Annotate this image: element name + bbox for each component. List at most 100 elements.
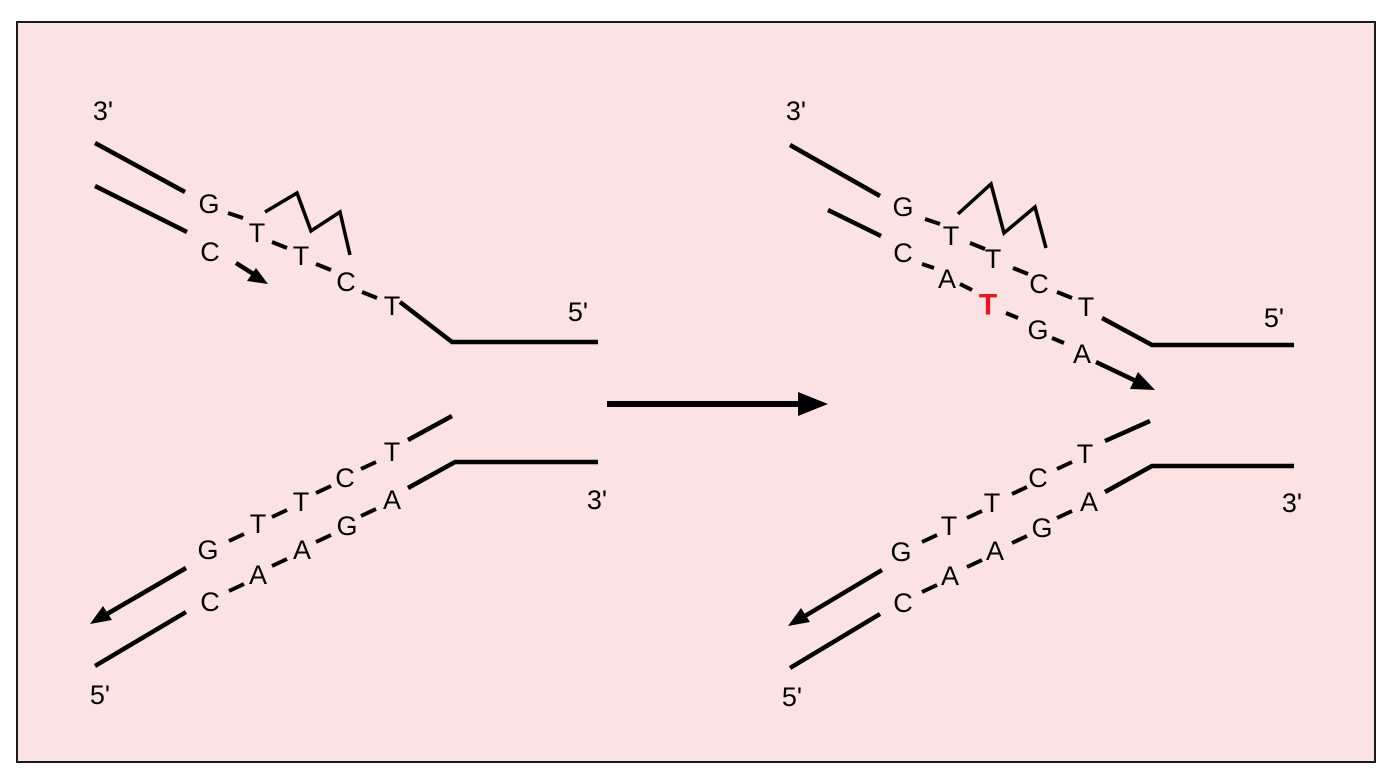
bond [1056,290,1073,300]
base-label: A [249,560,267,590]
left-bottom-synthesis-arrow-icon [90,606,112,624]
base-label: G [198,189,219,219]
bond [959,282,973,292]
base-label: A [938,264,956,294]
right-top-template-strand-end [1100,316,1294,348]
base-label: A [383,485,401,515]
transition-arrow [607,392,828,416]
base-label: T [249,218,266,248]
left-bottom-template-strand-end [93,610,188,668]
left-top-synthesis-arrow-icon [247,268,268,284]
bond [227,211,244,220]
left-top-template-strand-start [93,141,187,194]
bond [1056,460,1073,471]
base-label: C [336,267,356,297]
bond [969,241,986,251]
base-label: C [1028,463,1048,493]
base-label: G [1027,315,1048,345]
bond [360,460,377,471]
bond [1005,311,1019,320]
right-bottom-synthesis-arrow-icon [788,608,810,626]
bond [966,509,983,520]
bond [1011,485,1028,496]
base-label: A [986,536,1004,566]
base-label: T [384,291,401,321]
bond [271,508,288,519]
bond [1011,534,1028,545]
bond [228,532,245,543]
left-top-synthesis-arrow-shaft [234,261,257,277]
base-label: G [892,192,913,222]
bond [1051,336,1065,345]
bond [315,262,332,272]
base-label: A [941,561,959,591]
base-label: C [893,238,913,268]
left-replication-fork: G T T C T C G T T C T C A A G A 3' 5' 3'… [90,96,607,710]
bond [360,507,377,518]
base-label: A [293,535,311,565]
base-label: G [1031,513,1052,543]
right-bottom-synthesis-arrow-shaft [803,568,884,618]
base-label: G [336,511,357,541]
bond [924,217,941,226]
right-bottom-template-strand-start [1104,418,1151,444]
base-label: T [941,511,958,541]
right-top-synthesis-arrow-icon [1130,372,1155,390]
base-label: C [893,588,913,618]
base-label: C [1029,269,1049,299]
end-label: 3' [786,96,806,126]
bond [361,290,378,300]
left-bottom-synthesis-arrow-shaft [105,566,188,616]
end-label: 5' [782,682,802,712]
base-label: C [335,463,355,493]
looped-out-bases-kink [956,180,1048,249]
left-top-template-strand-end [398,300,598,345]
left-top-primer-strand [93,183,189,235]
bond [1012,266,1029,276]
base-label: T [1078,292,1095,322]
base-label: T [250,509,267,539]
base-label: C [200,237,220,267]
end-label: 3' [587,485,607,515]
base-label: T [384,437,401,467]
bond [315,533,332,544]
base-label: C [200,587,220,617]
end-label: 5' [90,680,110,710]
base-label: T [943,221,960,251]
diagram-panel [16,21,1376,763]
base-label: T [293,241,310,271]
bond [271,240,288,250]
bond [315,484,332,495]
looped-out-bases-kink [264,190,352,256]
base-label: G [197,535,218,565]
left-bottom-template-strand-start [406,414,454,442]
end-label: 3' [93,96,113,126]
mutated-base-label: T [979,289,997,322]
base-label: T [985,244,1002,274]
bond [271,557,288,568]
base-label: T [984,488,1001,518]
bond [921,583,938,594]
base-label: T [293,487,310,517]
bond [228,582,245,593]
right-replication-fork: G T T C T C A T G A G T T C T C A A G A … [782,96,1302,712]
right-arrow-icon [798,392,828,416]
right-top-synthesis-arrow-shaft [1095,359,1137,384]
bond [921,533,938,544]
left-bottom-primer-strand-end [406,459,598,490]
base-label: G [890,537,911,567]
right-bottom-template-strand-end [788,612,882,670]
bond [1056,509,1073,520]
bond [966,558,983,569]
base-label: T [1077,439,1094,469]
end-label: 5' [1264,303,1284,333]
base-label: A [1073,339,1091,369]
bond [921,262,935,270]
right-top-primer-strand-start [827,207,882,239]
right-bottom-primer-strand-end [1103,463,1294,494]
right-top-template-strand-start [788,143,882,198]
end-label: 5' [568,297,588,327]
base-label: A [1080,487,1098,517]
end-label: 3' [1282,488,1302,518]
